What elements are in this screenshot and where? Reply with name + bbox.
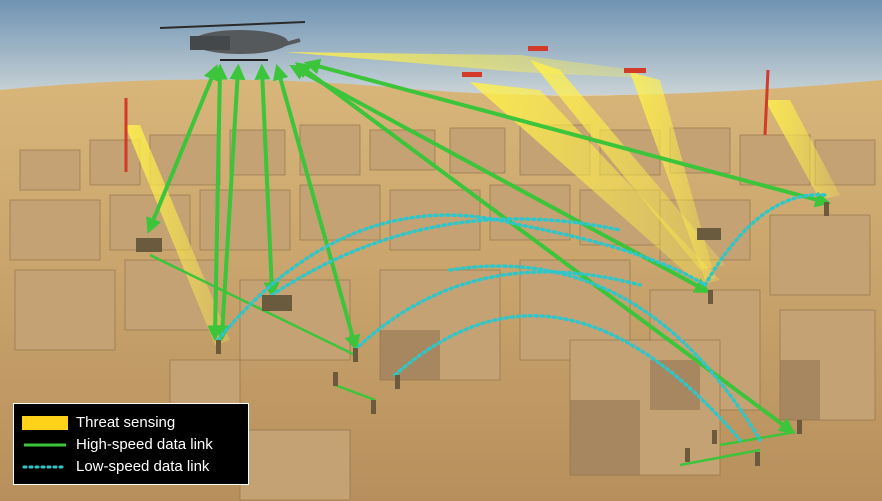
radio-tower-icon [124, 69, 770, 172]
high-speed-swatch [24, 443, 66, 447]
threat-sensing-swatch [22, 416, 68, 430]
legend-label: Threat sensing [76, 414, 176, 431]
legend-label: Low-speed data link [76, 458, 210, 475]
legend-item-low-speed: Low-speed data link [22, 458, 248, 476]
vehicle-icon [136, 228, 721, 311]
soldier-icon [216, 202, 829, 466]
low-speed-links [216, 193, 827, 442]
legend: Threat sensing High-speed data link Low-… [13, 403, 249, 485]
sky [0, 0, 882, 95]
ground-links [149, 253, 796, 467]
legend-label: High-speed data link [76, 436, 213, 453]
legend-item-high-speed: High-speed data link [22, 436, 248, 454]
drone-icon [462, 46, 646, 77]
low-speed-swatch [22, 465, 68, 469]
helicopter-icon [159, 21, 306, 61]
legend-item-threat-sensing: Threat sensing [22, 414, 248, 432]
